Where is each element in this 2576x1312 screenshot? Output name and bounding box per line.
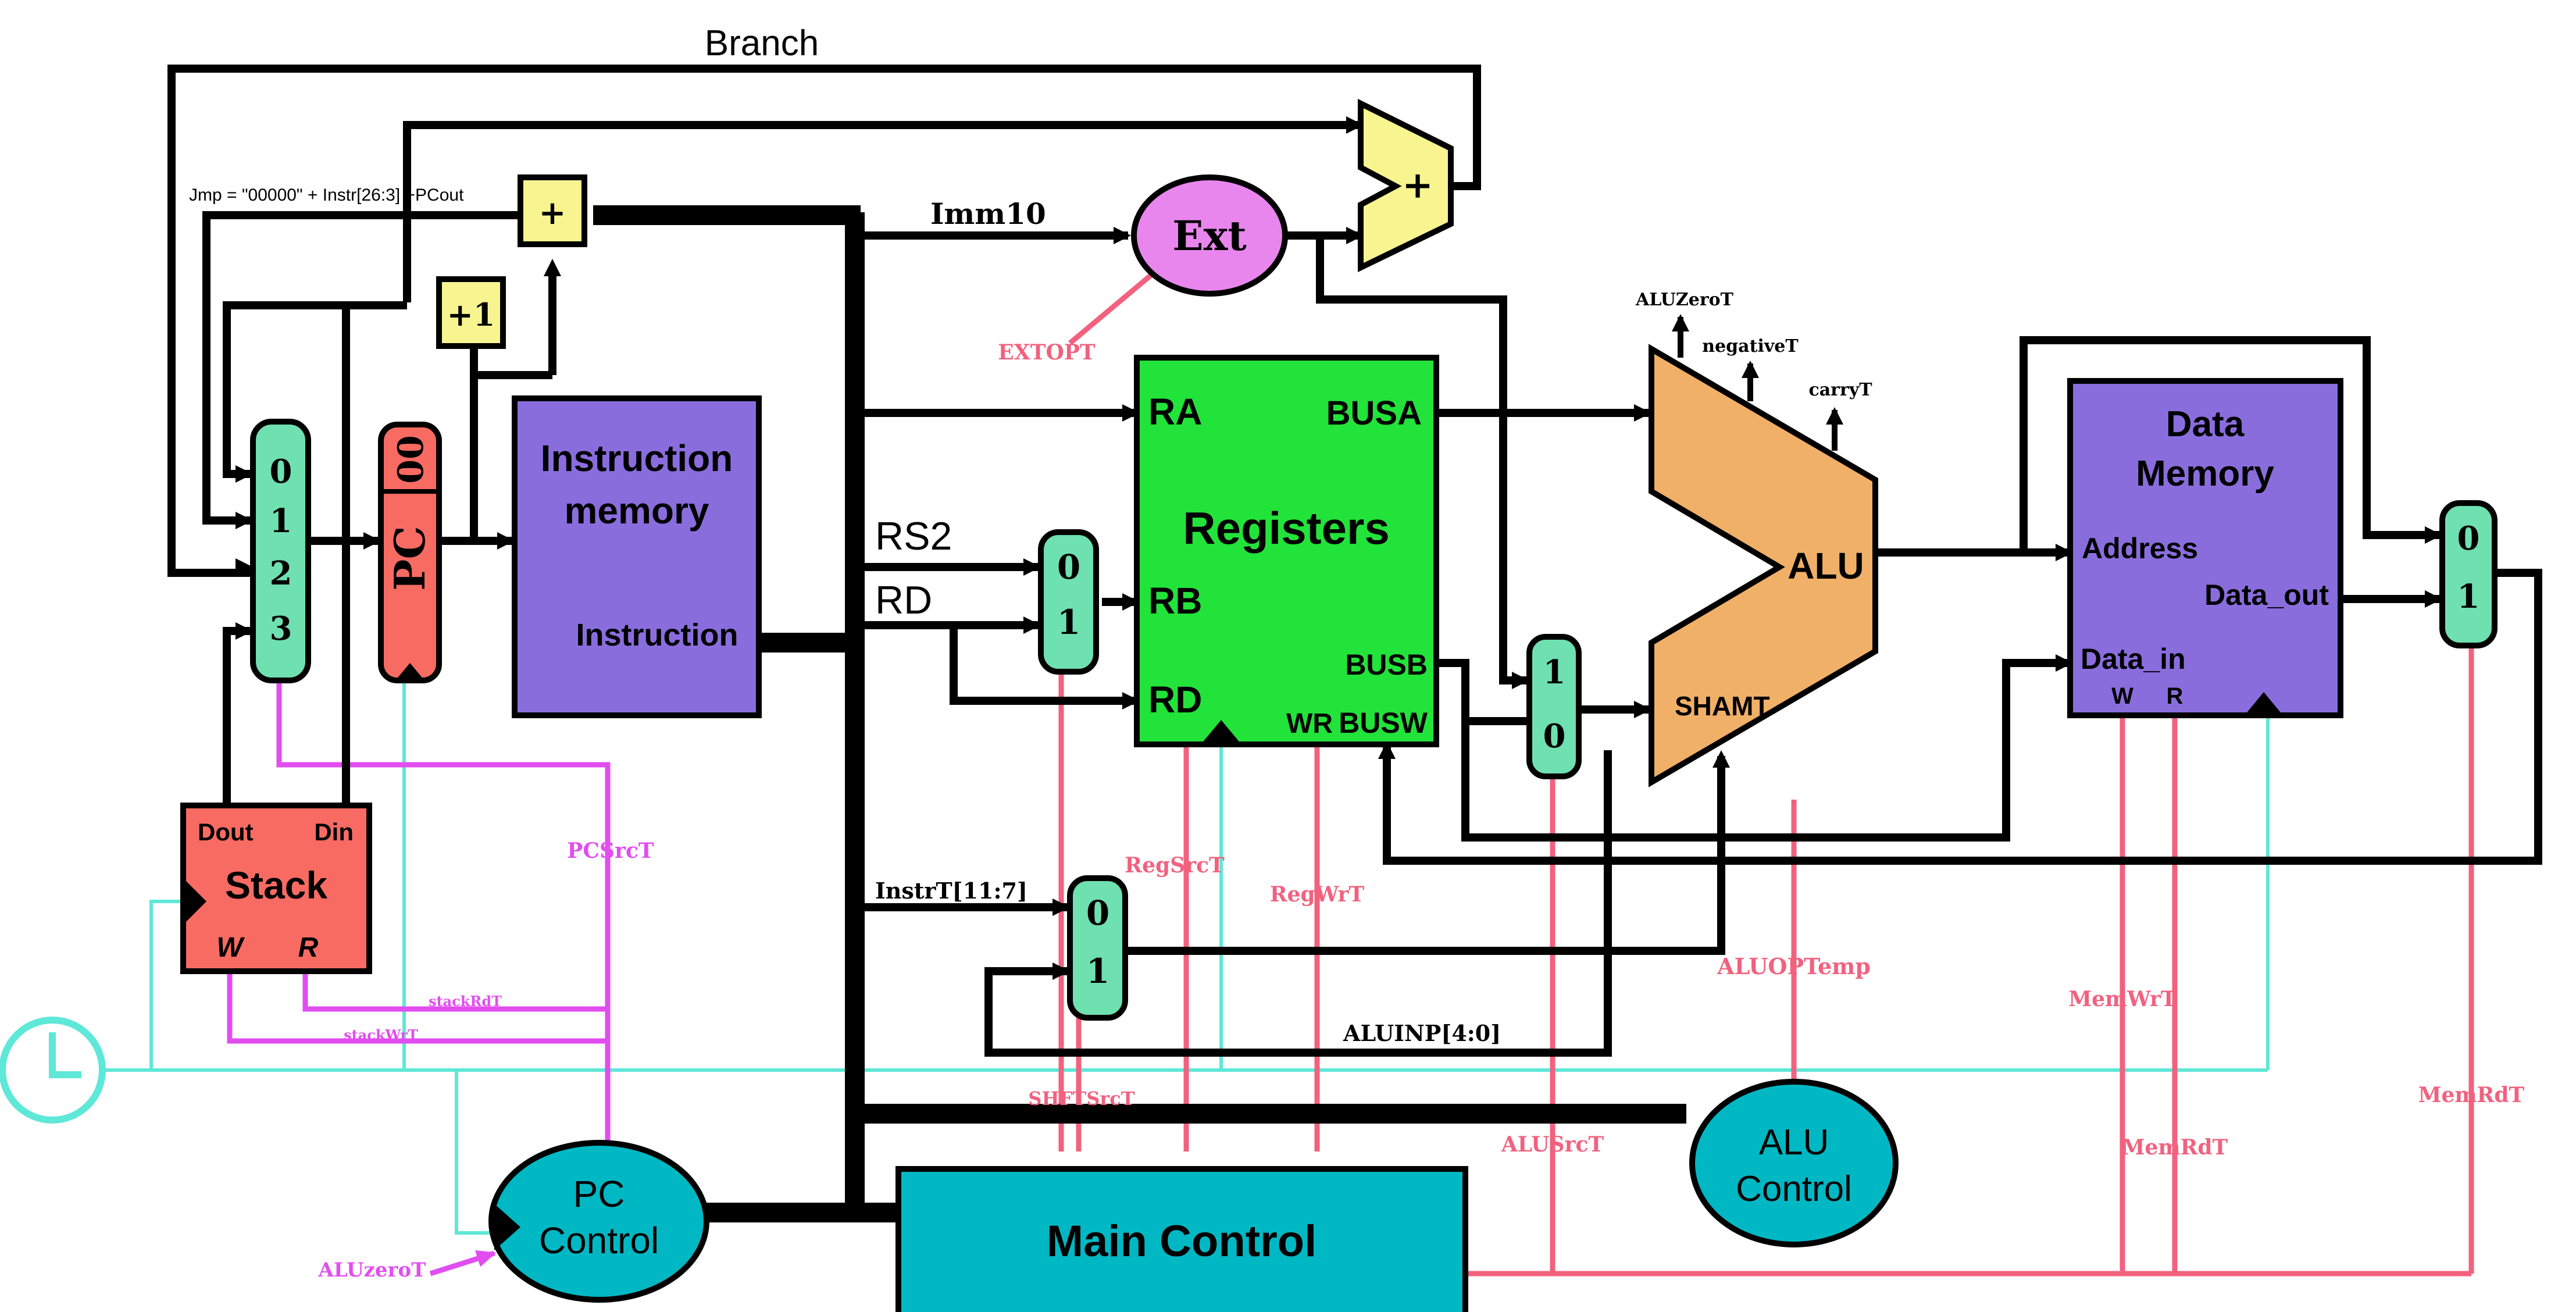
- dm-w-port: W: [2111, 683, 2133, 709]
- alu-carry-flag: carryT: [1808, 380, 1872, 400]
- alu-label: ALU: [1787, 545, 1864, 587]
- aluzero-input-label: ALUzeroT: [318, 1258, 426, 1282]
- alu-zero-flag: ALUZeroT: [1635, 290, 1734, 310]
- shamt-mux-input-1: 1: [1086, 951, 1109, 991]
- alu: ALU SHAMT ALUZeroT negativeT carryT: [1635, 290, 1878, 787]
- stackrd-label: stackRdT: [429, 993, 502, 1010]
- ra-port: RA: [1148, 391, 1202, 433]
- memwr-label: MemWrT: [2068, 987, 2177, 1011]
- main-control: Main Control: [895, 1166, 1468, 1312]
- pc-mux-input-1: 1: [270, 502, 292, 540]
- alu-negative-flag: negativeT: [1702, 336, 1799, 356]
- imm10-label: Imm10: [930, 197, 1046, 231]
- diagram-title: Branch: [705, 23, 819, 63]
- branch-adder: +: [1358, 98, 1454, 272]
- shamt-mux: 0 1: [1067, 875, 1128, 1021]
- stack-w: W: [216, 932, 245, 963]
- pc-control-label-1: PC: [573, 1173, 625, 1215]
- rd-label: RD: [875, 578, 932, 622]
- incrementer-label: +1: [447, 296, 495, 333]
- pc-mux: 0 1 2 3: [250, 419, 311, 683]
- rb-mux: 0 1: [1038, 529, 1099, 675]
- pc-mux-input-3: 3: [270, 609, 292, 648]
- writeback-mux: 0 1: [2439, 500, 2497, 648]
- wr-port: WR: [1286, 708, 1333, 739]
- alu-control-label-2: Control: [1736, 1169, 1852, 1209]
- stackwr-label: stackWrT: [344, 1026, 418, 1043]
- data-memory: Data Memory Address Data_out Data_in W R: [2067, 378, 2343, 718]
- pc-mux-input-2: 2: [270, 554, 292, 593]
- jmp-adder-label: +: [539, 194, 566, 232]
- instruction-memory-title-1: Instruction: [541, 437, 733, 479]
- stack-din: Din: [314, 818, 354, 846]
- arrowheads: [236, 116, 2442, 980]
- incrementer: +1: [436, 276, 506, 349]
- rb-mux-input-1: 1: [1057, 602, 1080, 642]
- dm-r-port: R: [2167, 683, 2183, 709]
- instr-11-7-label: InstrT[11:7]: [875, 878, 1027, 904]
- data-wires: [167, 65, 2542, 1222]
- stack-label: Stack: [225, 864, 327, 907]
- register-file: Registers RA RB RD BUSA BUSB BUSW WR: [1134, 355, 1439, 747]
- pc-control: PC Control: [488, 1140, 709, 1303]
- rb-mux-input-0: 0: [1057, 547, 1080, 587]
- stack-dout: Dout: [198, 818, 254, 846]
- pc-suffix: 00: [391, 435, 431, 484]
- shamt-port: SHAMT: [1675, 691, 1770, 721]
- busb-port: BUSB: [1345, 648, 1428, 681]
- control-signal-labels: EXTOPT RegSrcT RegWrT SHFTSrcT ALUSrcT A…: [318, 340, 2525, 1282]
- pink-control-wires: [1058, 265, 2474, 1277]
- extender: Ext: [1131, 174, 1288, 297]
- branch-adder-label: +: [1402, 163, 1433, 207]
- data-in-port: Data_in: [2081, 643, 2186, 675]
- data-memory-title-2: Memory: [2136, 454, 2274, 494]
- busw-port: BUSW: [1339, 707, 1428, 739]
- instruction-memory: Instruction memory Instruction: [512, 395, 762, 718]
- stack-r: R: [298, 932, 319, 963]
- instruction-memory-title-2: memory: [565, 490, 709, 532]
- magenta-control-wires: [227, 683, 611, 1277]
- jmp-formula: Jmp = "00000" + Instr[26:3] +PCout: [189, 186, 464, 205]
- pc-label: PC: [385, 526, 434, 590]
- instruction-port-label: Instruction: [576, 618, 738, 653]
- address-port: Address: [2082, 532, 2198, 565]
- main-control-label: Main Control: [1047, 1217, 1316, 1266]
- alu-src-mux-input-1: 1: [1543, 653, 1566, 691]
- memrd-main-label: MemRdT: [2122, 1135, 2228, 1160]
- pc-register: 00 PC: [378, 422, 442, 683]
- extopt-label: EXTOPT: [998, 340, 1096, 365]
- busa-port: BUSA: [1326, 394, 1422, 432]
- rb-port: RB: [1148, 580, 1202, 622]
- aluop-label: ALUOPTemp: [1717, 953, 1871, 979]
- alusrc-label: ALUSrcT: [1501, 1132, 1604, 1157]
- pcsrc-label: PCSrcT: [567, 839, 654, 863]
- regsrc-label: RegSrcT: [1125, 853, 1225, 878]
- memrd-dm-label: MemRdT: [2418, 1083, 2525, 1107]
- rs2-label: RS2: [875, 514, 952, 558]
- alu-control-label-1: ALU: [1759, 1122, 1829, 1163]
- pc-control-label-2: Control: [539, 1220, 659, 1261]
- rd-port: RD: [1148, 679, 1202, 721]
- wb-mux-input-1: 1: [2457, 577, 2480, 616]
- regwr-label: RegWrT: [1270, 882, 1365, 907]
- jmp-adder: +: [518, 174, 587, 247]
- alu-control: ALU Control: [1689, 1079, 1899, 1247]
- wb-mux-input-0: 0: [2457, 519, 2480, 558]
- aluinp-label: ALUINP[4:0]: [1343, 1020, 1501, 1046]
- shftsrc-label: SHFTSrcT: [1028, 1088, 1134, 1110]
- pc-mux-input-0: 0: [270, 452, 292, 491]
- alu-src-mux-input-0: 0: [1543, 717, 1566, 755]
- registers-title: Registers: [1183, 502, 1390, 554]
- data-memory-title-1: Data: [2166, 404, 2245, 444]
- stack: Dout Din Stack W R: [180, 803, 372, 974]
- shamt-mux-input-0: 0: [1086, 893, 1109, 933]
- data-out-port: Data_out: [2204, 579, 2329, 611]
- ext-label: Ext: [1172, 212, 1246, 260]
- clock-icon: [0, 1017, 106, 1124]
- alu-src-mux: 1 0: [1526, 634, 1582, 779]
